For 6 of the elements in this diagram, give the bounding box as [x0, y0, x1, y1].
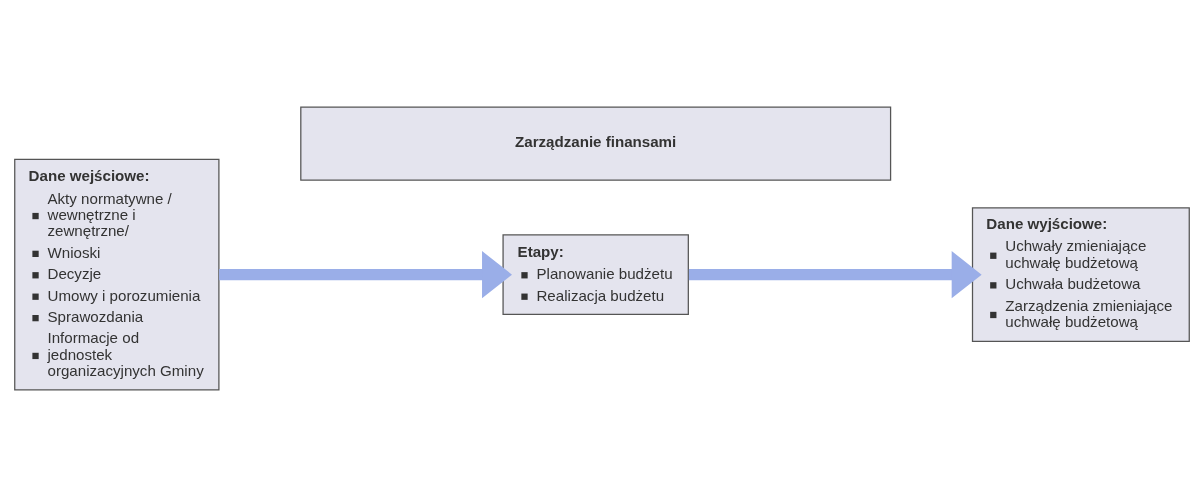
node-box: Etapy: Planowanie budżetu Realizacja budżetu	[502, 233, 689, 315]
node-box: Zarządzanie finansami	[300, 105, 892, 181]
node-box: Dane wyjściowe: Uchwały zmieniające uchwałę budżetową Uchwała budżetowa Zarządzenia zmieniające uchwałę budżetową	[971, 206, 1190, 342]
arrow	[219, 250, 512, 298]
arrow	[688, 250, 982, 298]
node-box: Dane wejściowe: Akty normatywne / wewnętrzne i zewnętrzne/ Wnioski Decyzje Umowy i porozumienia Sprawozdania Informacje od jednostek organizacyjnych Gminy	[14, 158, 220, 391]
